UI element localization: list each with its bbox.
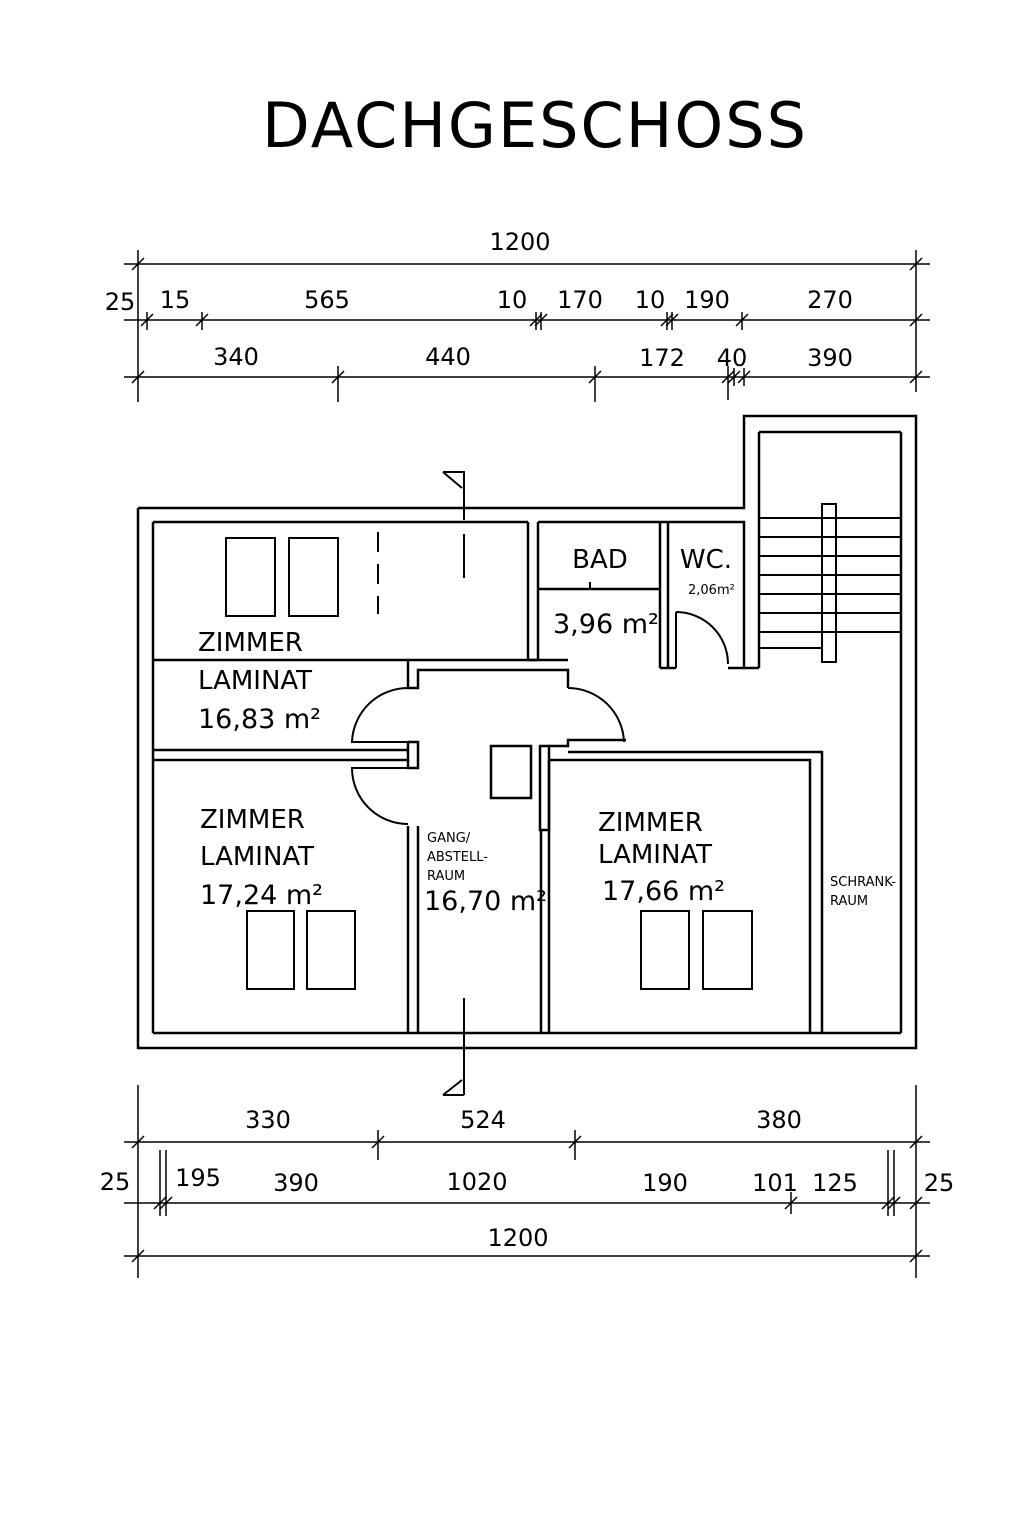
dim-label: 565	[304, 286, 350, 314]
dim-label: 15	[160, 286, 191, 314]
dim-label: 340	[213, 343, 259, 371]
dim-label: 25	[100, 1168, 131, 1196]
dim-label: 125	[812, 1169, 858, 1197]
room-wc: WC. 2,06m²	[680, 545, 735, 598]
room-schrankraum: SCHRANK- RAUM	[830, 875, 896, 909]
dim-label: 10	[497, 286, 528, 314]
bottom-dimensions	[124, 1085, 930, 1278]
dim-label: 170	[557, 286, 603, 314]
room-name-line: GANG/	[427, 831, 471, 846]
roof-windows	[225, 537, 753, 990]
room-bad: BAD 3,96 m²	[553, 545, 659, 640]
dim-label: 190	[684, 286, 730, 314]
room-zimmer-1: ZIMMER LAMINAT 16,83 m²	[198, 628, 321, 735]
room-name-line: ABSTELL-	[427, 850, 488, 865]
room-area: 17,66 m²	[602, 876, 725, 907]
room-name: ZIMMER	[198, 628, 303, 658]
dim-label: 440	[425, 343, 471, 371]
doors	[350, 611, 729, 825]
dim-label: 101	[752, 1169, 798, 1197]
room-floor: LAMINAT	[200, 842, 314, 872]
dim-label: 390	[273, 1169, 319, 1197]
dim-label: 1020	[446, 1168, 507, 1196]
dim-label: 330	[245, 1106, 291, 1134]
section-markers	[377, 471, 591, 1096]
room-name: ZIMMER	[598, 808, 703, 838]
dim-bottom-overall: 1200	[487, 1224, 548, 1252]
room-name-line: RAUM	[427, 869, 465, 884]
bottom-dimension-labels: 330 524 380 25 195 390 1020 190 101 125 …	[100, 1106, 955, 1252]
room-area: 3,96 m²	[553, 609, 659, 640]
room-name-line: SCHRANK-	[830, 875, 896, 890]
dim-label: 10	[635, 286, 666, 314]
top-dimensions	[124, 250, 930, 402]
room-area: 17,24 m²	[200, 880, 323, 911]
dim-label: 190	[642, 1169, 688, 1197]
room-name: WC.	[680, 545, 732, 575]
room-area: 16,70 m²	[424, 886, 547, 917]
dim-label: 172	[639, 344, 685, 372]
room-floor: LAMINAT	[598, 840, 712, 870]
room-name: BAD	[572, 545, 628, 575]
plan-title: DACHGESCHOSS	[262, 89, 808, 162]
staircase	[759, 503, 901, 663]
dim-top-overall: 1200	[489, 228, 550, 256]
dim-label: 270	[807, 286, 853, 314]
room-area: 16,83 m²	[198, 704, 321, 735]
room-zimmer-3: ZIMMER LAMINAT 17,66 m²	[598, 808, 725, 907]
dim-label: 25	[924, 1169, 955, 1197]
dim-label: 40	[717, 344, 748, 372]
dim-label: 524	[460, 1106, 506, 1134]
room-zimmer-2: ZIMMER LAMINAT 17,24 m²	[200, 805, 323, 911]
room-name-line: RAUM	[830, 894, 868, 909]
dim-label: 390	[807, 344, 853, 372]
walls	[136, 414, 918, 1050]
room-gang: GANG/ ABSTELL- RAUM 16,70 m²	[424, 831, 547, 917]
room-floor: LAMINAT	[198, 666, 312, 696]
room-area: 2,06m²	[688, 583, 735, 598]
top-dimension-labels: 1200 25 15 565 10 170 10 190 270 340 440…	[105, 228, 853, 372]
dim-label: 195	[175, 1164, 221, 1192]
room-name: ZIMMER	[200, 805, 305, 835]
dim-label: 380	[756, 1106, 802, 1134]
dim-label: 25	[105, 288, 136, 316]
